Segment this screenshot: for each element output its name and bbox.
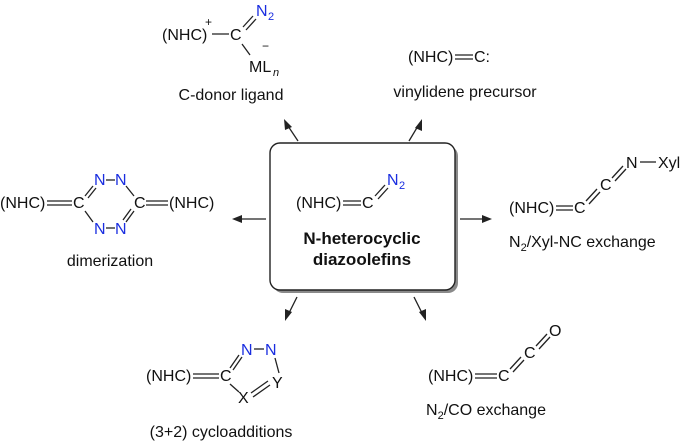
bl-label: (3+2) cycloadditions [150, 424, 293, 441]
tl-nhc: (NHC) [162, 27, 207, 44]
product-xyl-nc-exchange: (NHC) C C N Xyl N2/Xyl-NC exchange [509, 155, 680, 254]
br-carbon-2: C [524, 345, 536, 362]
left-nhc-right: (NHC) [169, 195, 214, 212]
tl-nitrogen-sub: 2 [268, 11, 274, 23]
bl-ring-y: Y [272, 375, 283, 392]
center-carbon: C [362, 195, 374, 212]
right-xyl: Xyl [658, 155, 680, 172]
tl-plus: + [205, 15, 212, 29]
right-nhc: (NHC) [509, 200, 554, 217]
right-label: N2/Xyl-NC exchange [509, 234, 656, 254]
center-nitrogen: N [387, 172, 399, 189]
left-ring-n2: N [115, 172, 127, 189]
br-nhc: (NHC) [428, 368, 473, 385]
tr-label: vinylidene precursor [393, 84, 537, 101]
center-title-line1: N-heterocyclic [303, 229, 420, 248]
arrow-top-left [284, 119, 299, 142]
br-label: N2/CO exchange [426, 402, 546, 422]
bl-ring-x: X [238, 390, 249, 407]
tl-minus: − [262, 39, 269, 53]
left-ring-n3: N [94, 221, 106, 238]
left-label: dimerization [67, 253, 153, 270]
product-dimerization: (NHC) C N N N N C (NHC) dimerization [0, 172, 214, 270]
bl-carbon: C [220, 368, 232, 385]
left-ring-n4: N [115, 221, 127, 238]
arrow-left [232, 215, 266, 223]
left-ring-n1: N [94, 172, 106, 189]
tr-carbon: C: [474, 49, 490, 66]
left-carbon-left: C [73, 195, 85, 212]
tl-carbon: C [230, 27, 242, 44]
right-carbon-1: C [574, 200, 586, 217]
arrow-top-right [408, 119, 422, 142]
bl-nhc: (NHC) [146, 368, 191, 385]
br-carbon-1: C [498, 368, 510, 385]
arrow-bottom-left [285, 296, 298, 321]
bl-ring-n2: N [265, 342, 277, 359]
arrow-bottom-right [413, 296, 426, 321]
center-title-line2: diazoolefins [313, 250, 411, 269]
product-cycloadditions: (NHC) C N N Y X (3+2) cycloadditions [146, 342, 292, 441]
product-vinylidene-precursor: (NHC) C: vinylidene precursor [393, 49, 537, 101]
tr-nhc: (NHC) [408, 49, 453, 66]
arrow-right [460, 215, 492, 223]
right-nitrogen: N [626, 155, 638, 172]
left-nhc-left: (NHC) [0, 195, 45, 212]
right-carbon-2: C [600, 177, 612, 194]
product-co-exchange: (NHC) C C O N2/CO exchange [426, 323, 561, 422]
product-c-donor-ligand: (NHC) + C N 2 − ML n C-donor ligand [162, 3, 283, 104]
center-nitrogen-sub: 2 [399, 180, 405, 192]
center-nhc: (NHC) [296, 195, 341, 212]
left-carbon-right: C [134, 195, 146, 212]
bl-ring-n1: N [241, 342, 253, 359]
tl-metal-sub: n [273, 67, 279, 79]
br-oxygen: O [549, 323, 561, 340]
center-box: (NHC) C N 2 N-heterocyclic diazoolefins [269, 142, 458, 293]
tl-metal: ML [249, 59, 271, 76]
tl-nitrogen: N [256, 3, 268, 20]
tl-label: C-donor ligand [179, 87, 284, 104]
